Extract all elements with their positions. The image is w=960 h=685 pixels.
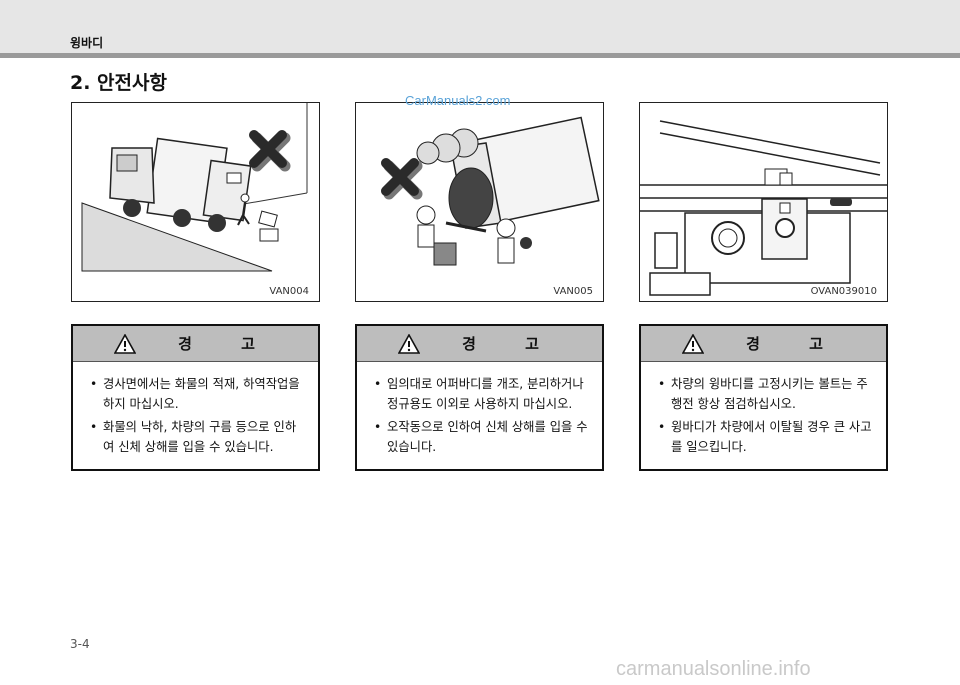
warning-triangle-icon — [682, 333, 705, 354]
watermark-bottom: carmanualsonline.info — [616, 658, 811, 680]
warning-bullet: 차량의 윙바디를 고정시키는 볼트는 주행전 항상 점검하십시오. — [655, 374, 874, 414]
warning-bullet: 윙바디가 차량에서 이탈될 경우 큰 사고를 일으킵니다. — [655, 417, 874, 457]
figure-code: OVAN039010 — [810, 286, 877, 297]
warning-title: 경 고 — [746, 335, 845, 353]
warning-header: 경 고 — [641, 326, 886, 362]
forbidden-x-icon — [381, 158, 423, 200]
slope-truck-illustration — [81, 103, 308, 272]
watermark-top: CarManuals2.com — [405, 93, 511, 108]
warning-triangle-icon — [398, 333, 421, 354]
warning-bullet: 임의대로 어퍼바디를 개조, 분리하거나 정규용도 이외로 사용하지 마십시오. — [371, 374, 590, 414]
warning-box: 경 고 경사면에서는 화물의 적재, 하역작업을 하지 마십시오. 화물의 낙하… — [71, 324, 320, 471]
header-bar — [0, 0, 960, 55]
figure-bolt-check: OVAN039010 — [639, 102, 888, 302]
figure-code: VAN004 — [269, 286, 309, 297]
figure-code: VAN005 — [553, 286, 593, 297]
header-rule — [0, 53, 960, 58]
warning-triangle-icon — [114, 333, 137, 354]
modified-body-illustration — [381, 116, 600, 266]
section-title: 2. 안전사항 — [70, 72, 167, 94]
warning-title: 경 고 — [178, 335, 277, 353]
warning-header: 경 고 — [357, 326, 602, 362]
warning-bullet: 화물의 낙하, 차량의 구름 등으로 인하여 신체 상해를 입을 수 있습니다. — [87, 417, 306, 457]
warning-bullet: 오작동으로 인하여 신체 상해를 입을 수 있습니다. — [371, 417, 590, 457]
bolt-check-illustration — [640, 120, 887, 296]
figure-modified-body: VAN005 — [355, 102, 604, 302]
figure-slope-truck: VAN004 — [71, 102, 320, 302]
page-number: 3-4 — [70, 637, 90, 651]
warning-box: 경 고 차량의 윙바디를 고정시키는 볼트는 주행전 항상 점검하십시오. 윙바… — [639, 324, 888, 471]
header-title: 윙바디 — [70, 36, 104, 50]
warning-title: 경 고 — [462, 335, 561, 353]
warning-header: 경 고 — [73, 326, 318, 362]
warning-bullet: 경사면에서는 화물의 적재, 하역작업을 하지 마십시오. — [87, 374, 306, 414]
forbidden-x-icon — [249, 130, 291, 172]
warning-box: 경 고 임의대로 어퍼바디를 개조, 분리하거나 정규용도 이외로 사용하지 마… — [355, 324, 604, 471]
